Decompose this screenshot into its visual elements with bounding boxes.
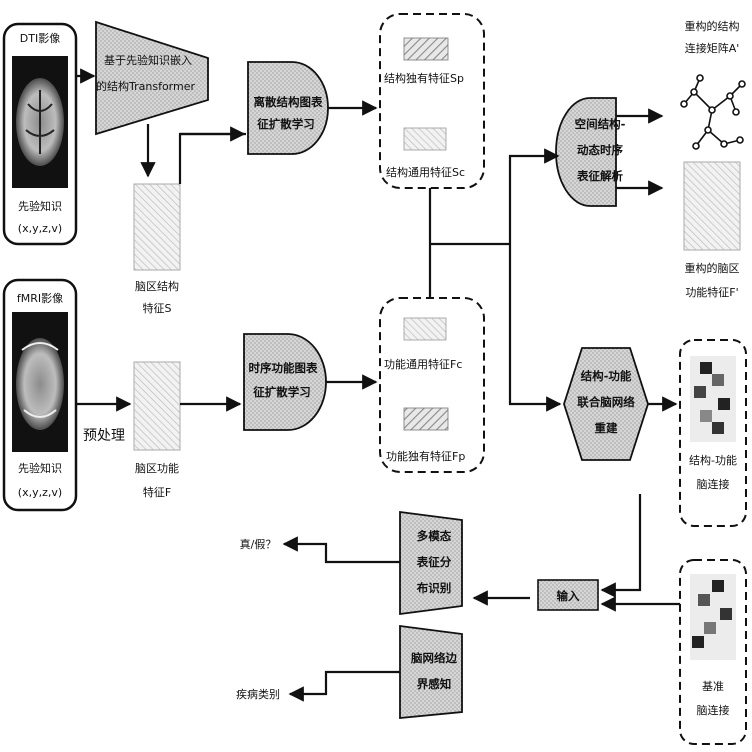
input-label: 输入: [557, 589, 580, 603]
transformer-line2: 的结构Transformer: [96, 79, 195, 93]
joint-network-reconstruction: 结构-功能 联合脑网络 重建: [563, 347, 649, 461]
brain-function-feature: 脑区功能 特征F: [133, 361, 181, 499]
joint-network-line2: 联合脑网络: [577, 395, 635, 409]
boundary-line1: 脑网络边: [411, 651, 457, 665]
recon-func-line2: 功能特征F': [685, 285, 738, 299]
sf-connect-line1: 结构-功能: [689, 453, 737, 467]
brain-structure-feature: 脑区结构 特征S: [133, 183, 181, 315]
structure-feature-group: 结构独有特征Sp 结构通用特征Sc: [379, 13, 485, 189]
func-feature-line1: 脑区功能: [135, 461, 179, 475]
spatiotemporal-parse: 空间结构- 动态时序 表征解析: [555, 97, 626, 207]
distribution-line3: 布识别: [416, 581, 452, 595]
reconstructed-function: 重构的脑区 功能特征F': [683, 161, 741, 299]
sf-connect-line2: 脑连接: [697, 478, 730, 491]
structure-diffusion-learning: 离散结构图表 征扩散学习: [247, 61, 329, 155]
recon-matrix-line1: 重构的结构: [685, 19, 740, 33]
input-box: 输入: [537, 579, 599, 611]
temporal-diffusion-learning: 时序功能图表 征扩散学习: [243, 333, 327, 431]
joint-network-line1: 结构-功能: [580, 369, 632, 383]
recon-func-line1: 重构的脑区: [685, 261, 740, 275]
fmri-caption: 先验知识: [18, 461, 62, 475]
output-disease: 疾病类别: [236, 687, 280, 701]
spatiotemporal-line2: 动态时序: [577, 143, 623, 157]
spatiotemporal-line3: 表征解析: [576, 169, 623, 183]
spatiotemporal-line1: 空间结构-: [575, 117, 626, 131]
joint-network-line3: 重建: [595, 421, 618, 435]
fmri-title: fMRI影像: [17, 292, 63, 305]
base-connect-line1: 基准: [702, 680, 724, 693]
fmri-coords: (x,y,z,v): [18, 486, 62, 499]
fmri-input-box: fMRI影像 先验知识 (x,y,z,v): [2, 278, 78, 512]
dti-coords: (x,y,z,v): [18, 222, 62, 235]
temporal-diffusion-line2: 征扩散学习: [253, 385, 311, 399]
distribution-line2: 表征分: [416, 555, 452, 569]
brain-graph-icon: [680, 74, 746, 150]
sf-connectivity-matrix: [690, 356, 736, 442]
struct-diffusion-line1: 离散结构图表: [254, 95, 323, 109]
recon-matrix-line2: 连接矩阵A': [685, 41, 740, 55]
struct-diffusion-line2: 征扩散学习: [257, 117, 315, 131]
struct-specific-label: 结构独有特征Sp: [384, 71, 464, 85]
discriminator: 多模态 表征分 布识别 脑网络边 界感知: [399, 510, 463, 719]
func-feature-line2: 特征F: [143, 485, 171, 499]
base-connectivity-box: 基准 脑连接: [679, 559, 747, 745]
struct-feature-line1: 脑区结构: [135, 279, 179, 293]
struct-feature-line2: 特征S: [143, 301, 172, 315]
boundary-line2: 界感知: [417, 677, 452, 691]
distribution-line1: 多模态: [417, 529, 452, 543]
base-connect-line2: 脑连接: [697, 704, 730, 717]
reconstructed-connectivity: 重构的结构 连接矩阵A': [680, 19, 746, 150]
base-connectivity-matrix: [690, 574, 736, 660]
func-common-label: 功能通用特征Fc: [384, 357, 462, 371]
preprocess-label: 预处理: [83, 428, 125, 444]
connectors: [76, 68, 680, 702]
func-specific-label: 功能独有特征Fp: [386, 449, 465, 463]
sf-connectivity-box: 结构-功能 脑连接: [679, 339, 747, 527]
fmri-brain-image: [12, 312, 68, 452]
function-feature-group: 功能通用特征Fc 功能独有特征Fp: [379, 297, 485, 473]
dti-title: DTI影像: [20, 32, 60, 45]
output-authenticity: 真/假？: [240, 537, 277, 551]
transformer-line1: 基于先验知识嵌入: [104, 53, 192, 67]
dti-brain-image: [12, 56, 68, 188]
temporal-diffusion-line1: 时序功能图表: [249, 361, 318, 375]
dti-input-box: DTI影像 先验知识 (x,y,z,v): [2, 22, 78, 246]
struct-common-label: 结构通用特征Sc: [386, 165, 465, 179]
structure-transformer: 基于先验知识嵌入 的结构Transformer: [95, 20, 209, 136]
dti-caption: 先验知识: [18, 199, 62, 213]
